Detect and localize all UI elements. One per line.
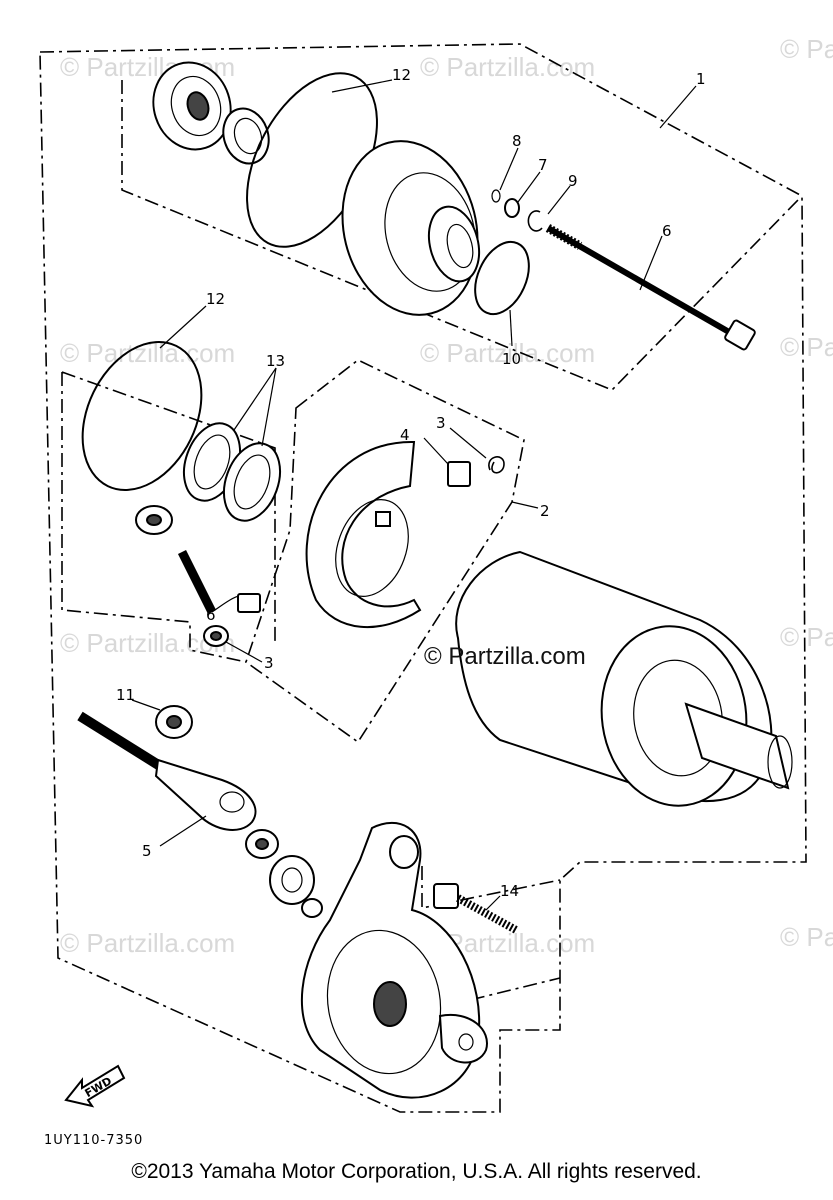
callout-3-top: 3 — [436, 414, 446, 432]
callout-10: 10 — [502, 350, 521, 368]
terminal-bolt — [177, 549, 261, 615]
rear-cover-group-boundary — [421, 866, 561, 1001]
watermark: © Partzilla.com — [420, 52, 595, 82]
brush-holder-group-boundary — [245, 359, 525, 744]
front-cover-group-boundary — [121, 80, 801, 391]
callout-6: 6 — [662, 222, 672, 240]
hex-nut-11 — [155, 705, 193, 739]
brush-4 — [447, 461, 471, 487]
rear-cover — [300, 822, 488, 1099]
watermark: © Partzilla.com — [420, 338, 595, 368]
watermark: © Pa — [780, 332, 833, 362]
washer-8 — [491, 189, 501, 203]
callout-11: 11 — [116, 686, 135, 704]
leader-lines — [131, 79, 697, 911]
circlip-9 — [527, 210, 543, 232]
callout-13: 13 — [266, 352, 285, 370]
fwd-arrow-icon: FWD — [64, 1064, 126, 1108]
callout-3-bottom: 3 — [264, 654, 274, 672]
washer-stack — [245, 829, 323, 918]
callout-4: 4 — [400, 426, 410, 444]
bolt-14 — [433, 883, 518, 934]
starter-yoke — [455, 550, 793, 807]
insulator-washer — [135, 505, 173, 535]
watermark-main: © Partzilla.com — [424, 643, 586, 670]
outer-assembly-boundary — [39, 43, 807, 1113]
callout-12-mid: 12 — [206, 290, 225, 308]
copyright-notice: ©2013 Yamaha Motor Corporation, U.S.A. A… — [131, 1160, 702, 1183]
front-cover — [341, 140, 481, 316]
washer-7 — [504, 198, 520, 218]
nut-small — [203, 625, 229, 647]
diagram-code: 1UY110-7350 — [44, 1133, 143, 1148]
brush-plate — [305, 440, 422, 629]
callout-9: 9 — [568, 172, 578, 190]
bearing — [152, 61, 232, 151]
exploded-parts-diagram: © Partzilla.com © Partzilla.com © Pa © P… — [39, 34, 833, 1148]
callout-14: 14 — [500, 882, 519, 900]
callout-6-small: 6 — [206, 606, 216, 624]
through-bolt — [545, 224, 756, 351]
callout-12-top: 12 — [392, 66, 411, 84]
callout-5: 5 — [142, 842, 152, 860]
watermark: © Pa — [780, 34, 833, 64]
terminal-group-boundary — [61, 371, 276, 663]
watermark: © Pa — [780, 922, 833, 952]
callout-8: 8 — [512, 132, 522, 150]
lead-wire — [77, 711, 257, 831]
seal-ring-pair — [182, 422, 282, 522]
spring-3 — [488, 456, 505, 474]
watermark: © Pa — [780, 622, 833, 652]
o-ring-12-mid — [81, 341, 203, 491]
callout-2: 2 — [540, 502, 550, 520]
callout-1: 1 — [696, 70, 706, 88]
o-ring-10 — [474, 240, 530, 316]
callout-labels: 1 12 8 7 9 6 10 12 13 3 4 2 6 3 11 5 14 — [116, 66, 706, 900]
callout-7: 7 — [538, 156, 548, 174]
watermark: © Partzilla.com — [60, 928, 235, 958]
